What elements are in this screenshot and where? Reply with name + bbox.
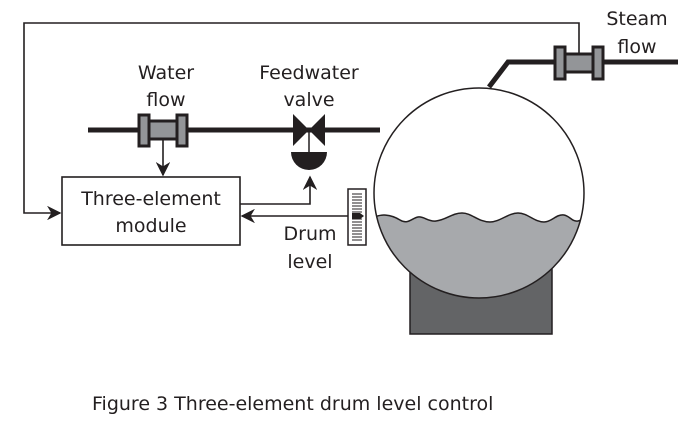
steam-signal-line <box>23 22 580 221</box>
steam-flowmeter-icon <box>553 45 605 81</box>
drum-level-label-line1: Drum <box>284 223 337 245</box>
feedwater-valve-label-line1: Feedwater <box>259 62 359 84</box>
steam-flow-label-line2: flow <box>617 36 656 58</box>
module-label-line1: Three-element <box>80 188 221 210</box>
drum-level-label-line2: level <box>287 251 332 273</box>
feedwater-valve-label-line2: valve <box>283 89 334 111</box>
feedwater-valve-icon <box>291 114 327 170</box>
valve-control-signal <box>240 175 318 205</box>
steam-flow-label-line1: Steam <box>606 8 667 30</box>
drum-level-gauge-icon <box>347 188 367 246</box>
water-flowmeter-icon <box>137 113 189 148</box>
water-flow-label-line1: Water <box>138 62 194 84</box>
steam-pipe <box>487 59 678 89</box>
figure-caption: Figure 3 Three-element drum level contro… <box>92 393 493 415</box>
module-label-line2: module <box>115 215 186 237</box>
three-element-module <box>61 176 241 246</box>
water-flow-label-line2: flow <box>146 89 185 111</box>
